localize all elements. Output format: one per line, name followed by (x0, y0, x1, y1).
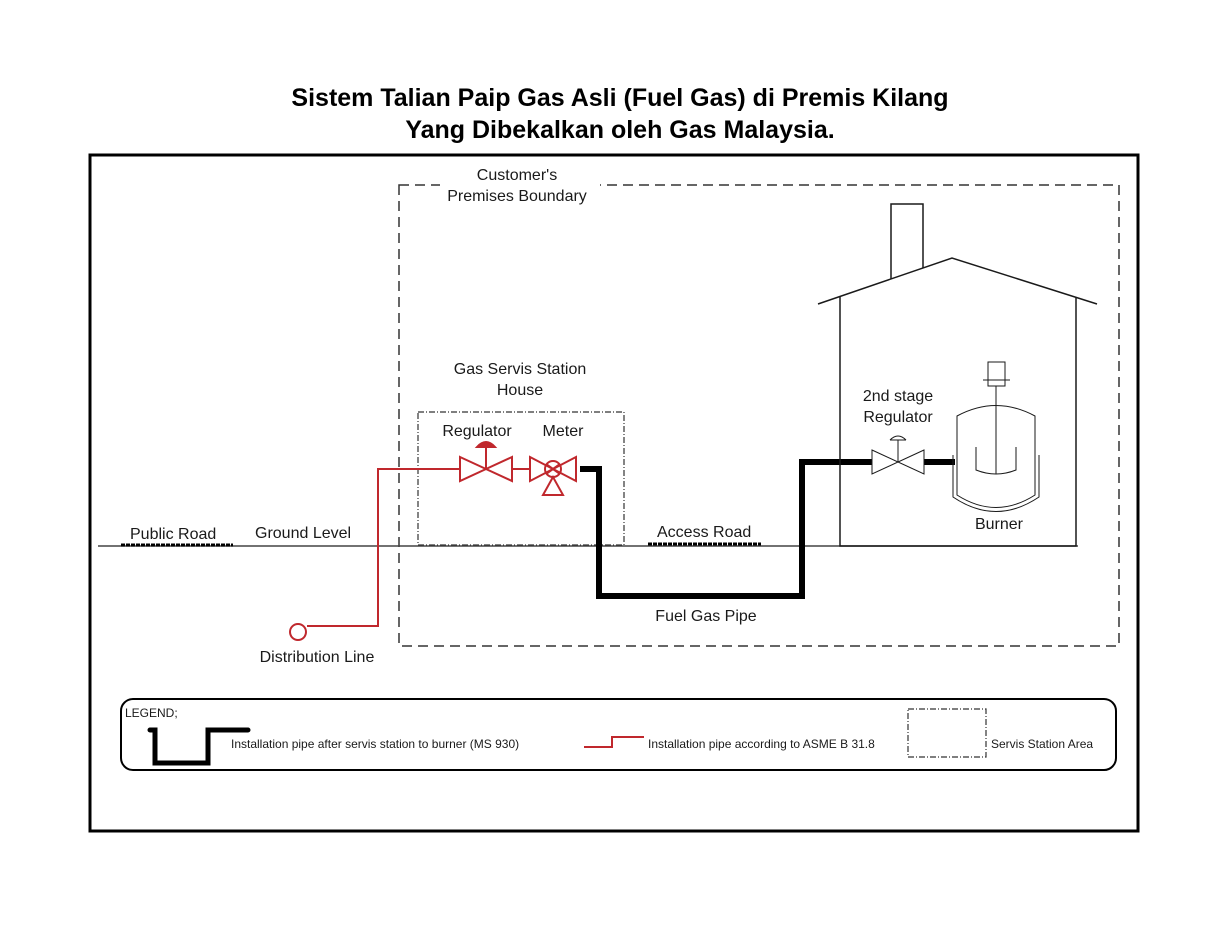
burner-label: Burner (975, 516, 1024, 533)
second-stage-label-line1: 2nd stage (863, 388, 933, 405)
distribution-line-label: Distribution Line (260, 649, 375, 666)
premises-label-bg (440, 163, 600, 207)
chimney-icon (890, 203, 924, 279)
meter-icon (529, 455, 577, 496)
station-label-line1: Gas Servis Station (454, 361, 587, 378)
diagram-title-line2: Yang Dibekalkan oleh Gas Malaysia. (405, 116, 834, 144)
premises-label-line1: Customer's (477, 167, 557, 184)
servis-station-area (417, 411, 625, 546)
red-pipe (307, 468, 530, 627)
legend-item-black-pipe: Installation pipe after servis station t… (231, 737, 519, 751)
red-pipe-icon (584, 736, 644, 748)
diagram-frame (88, 153, 1140, 833)
access-road-label: Access Road (657, 524, 751, 541)
building-walls (839, 297, 1077, 547)
premises-boundary (398, 184, 1120, 647)
legend-box (120, 698, 1117, 771)
station-label-line2: House (497, 382, 543, 399)
burner-icon (952, 361, 1040, 512)
black-pipe-icon (147, 727, 251, 766)
distribution-line-icon (289, 623, 307, 641)
regulator-valve-icon (459, 441, 513, 483)
fuel-gas-pipe-label: Fuel Gas Pipe (655, 608, 756, 625)
meter-label: Meter (543, 423, 585, 440)
dash-dot-box-icon (907, 708, 987, 758)
regulator-label: Regulator (442, 423, 512, 440)
building-roof (817, 257, 1098, 305)
public-road-label: Public Road (130, 526, 216, 543)
legend-item-station-area: Servis Station Area (991, 737, 1093, 751)
legend-item-red-pipe: Installation pipe according to ASME B 31… (648, 737, 875, 751)
ground-level-label: Ground Level (255, 525, 351, 542)
premises-label-line2: Premises Boundary (447, 188, 587, 205)
diagram-title-line1: Sistem Talian Paip Gas Asli (Fuel Gas) d… (291, 84, 948, 112)
legend-title: LEGEND; (125, 706, 178, 720)
red-pipe-path (307, 468, 460, 627)
second-stage-regulator-icon (871, 435, 925, 475)
second-stage-label-line2: Regulator (863, 409, 933, 426)
factory-building (817, 203, 1098, 547)
fuel-gas-pipe (580, 459, 872, 599)
